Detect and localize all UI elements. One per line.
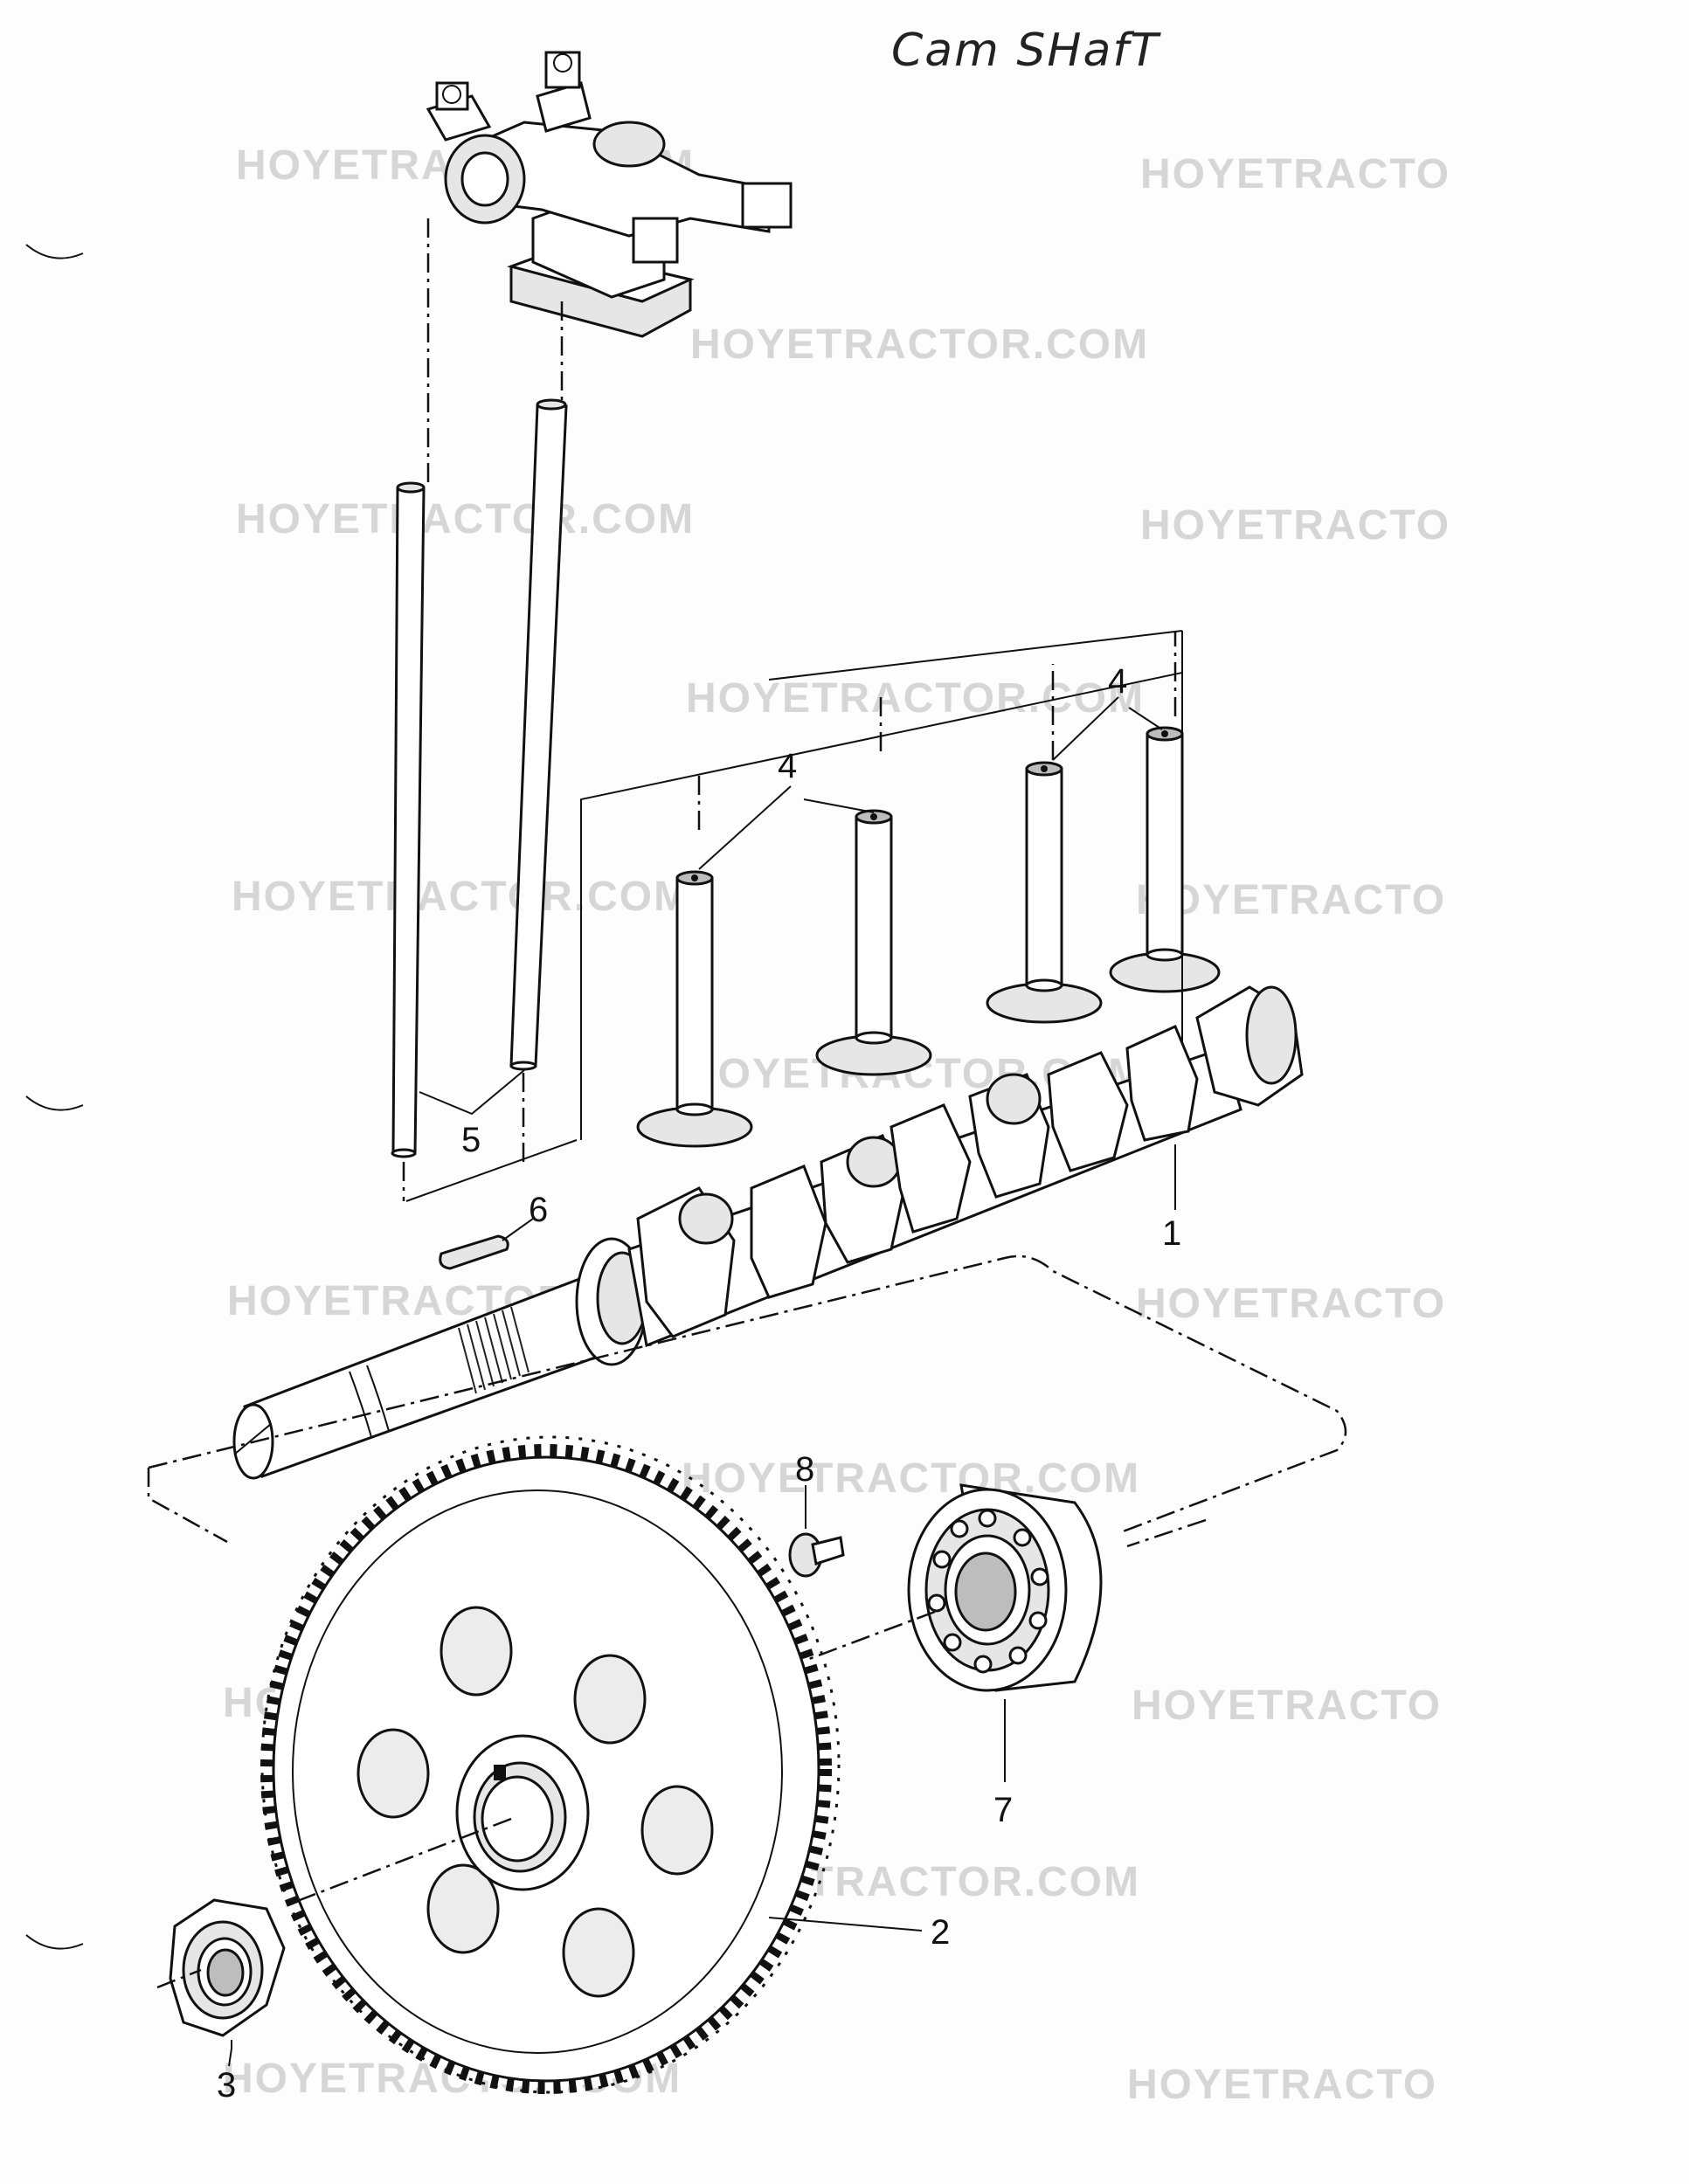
callout-key: 6 bbox=[529, 1191, 548, 1229]
push-rods bbox=[391, 398, 568, 1158]
callout-nut: 3 bbox=[217, 2066, 236, 2105]
watermark: HOYETRACTO bbox=[1140, 151, 1450, 197]
watermark: HOYETRACTO bbox=[1132, 1683, 1442, 1729]
binder-hole-mark bbox=[25, 1934, 84, 1950]
woodruff-key bbox=[439, 1234, 509, 1270]
tappet bbox=[815, 809, 932, 1076]
binder-hole-mark bbox=[25, 1095, 84, 1111]
tappet bbox=[636, 870, 753, 1148]
watermark: HOYETRACTO bbox=[1140, 502, 1450, 549]
tappet bbox=[986, 761, 1103, 1024]
callout-tappets-left: 4 bbox=[778, 747, 797, 785]
callout-screw: 8 bbox=[795, 1450, 814, 1489]
watermark: HOYETRACTO bbox=[1136, 1281, 1446, 1327]
tappets bbox=[636, 726, 1221, 1148]
watermark: HOYETRACTO bbox=[1136, 877, 1446, 923]
callout-gear: 2 bbox=[931, 1913, 950, 1952]
watermark: HOYETRACTOR.COM bbox=[690, 321, 1149, 368]
callout-push-rods: 5 bbox=[461, 1121, 481, 1159]
shaft-thread bbox=[458, 1306, 530, 1394]
callout-camshaft: 1 bbox=[1162, 1214, 1181, 1253]
binder-hole-mark bbox=[25, 244, 84, 259]
camshaft bbox=[232, 985, 1304, 1480]
watermark: HOYETRACTOR.COM bbox=[682, 1455, 1140, 1502]
tappet bbox=[1109, 726, 1221, 993]
rocker-arm-assembly bbox=[426, 51, 793, 338]
bearing-balls bbox=[927, 1509, 1049, 1674]
watermark: HOYETRACTOR.COM bbox=[232, 874, 690, 920]
callout-bearing: 7 bbox=[993, 1791, 1013, 1829]
screw bbox=[788, 1532, 845, 1578]
watermark: HOYETRACTOR.COM bbox=[236, 496, 695, 543]
callout-tappets-right: 4 bbox=[1108, 662, 1127, 701]
ball-bearing bbox=[907, 1483, 1103, 1692]
watermark: HOYETRACTO bbox=[1127, 2062, 1437, 2108]
hex-nut bbox=[169, 1898, 286, 2037]
handwritten-title: Cam SHafT bbox=[891, 24, 1162, 77]
watermark: HOYETRACTOR.COM bbox=[686, 675, 1145, 722]
cam-gear bbox=[260, 1435, 841, 2094]
